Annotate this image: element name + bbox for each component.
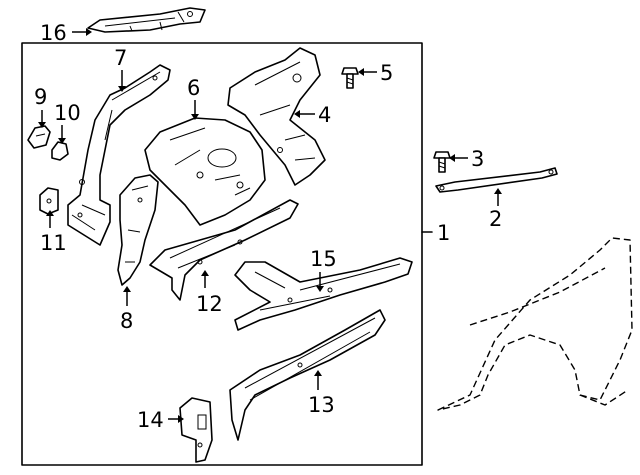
- part-5-bolt: [341, 67, 359, 89]
- callout-6: 6: [187, 76, 200, 100]
- part-10-clip: [51, 141, 69, 161]
- callout-3: 3: [471, 147, 484, 171]
- part-6-wheelhouse: [144, 117, 266, 226]
- callout-7: 7: [114, 46, 127, 70]
- callout-14: 14: [137, 408, 164, 432]
- part-7-hinge-pillar: [67, 64, 171, 246]
- part-8-reinforcement: [117, 174, 159, 286]
- part-9-bracket: [27, 125, 51, 149]
- callout-1: 1: [437, 221, 450, 245]
- leader-lines: [38, 28, 502, 423]
- callout-13: 13: [308, 393, 335, 417]
- part-15-front-rail: [234, 257, 413, 331]
- assembly-frame: [21, 42, 423, 466]
- callout-4: 4: [318, 103, 331, 127]
- part-13-apron-rail: [229, 309, 386, 441]
- part-11-plate: [39, 187, 59, 215]
- part-16-upper-rail: [87, 7, 206, 33]
- part-14-lower-bracket: [179, 397, 213, 463]
- callout-15: 15: [310, 247, 337, 271]
- part-4-shock-tower: [227, 47, 326, 186]
- callout-16: 16: [40, 21, 67, 45]
- part-2-brace-rod: [435, 167, 558, 193]
- callout-2: 2: [489, 207, 502, 231]
- callout-10: 10: [54, 101, 81, 125]
- callout-8: 8: [120, 309, 133, 333]
- callout-12: 12: [196, 292, 223, 316]
- callout-11: 11: [40, 231, 67, 255]
- callout-9: 9: [34, 85, 47, 109]
- fender-outline: [437, 237, 633, 411]
- callout-5: 5: [380, 61, 393, 85]
- part-12-lower-rail: [149, 199, 299, 301]
- part-3-bolt: [433, 151, 451, 173]
